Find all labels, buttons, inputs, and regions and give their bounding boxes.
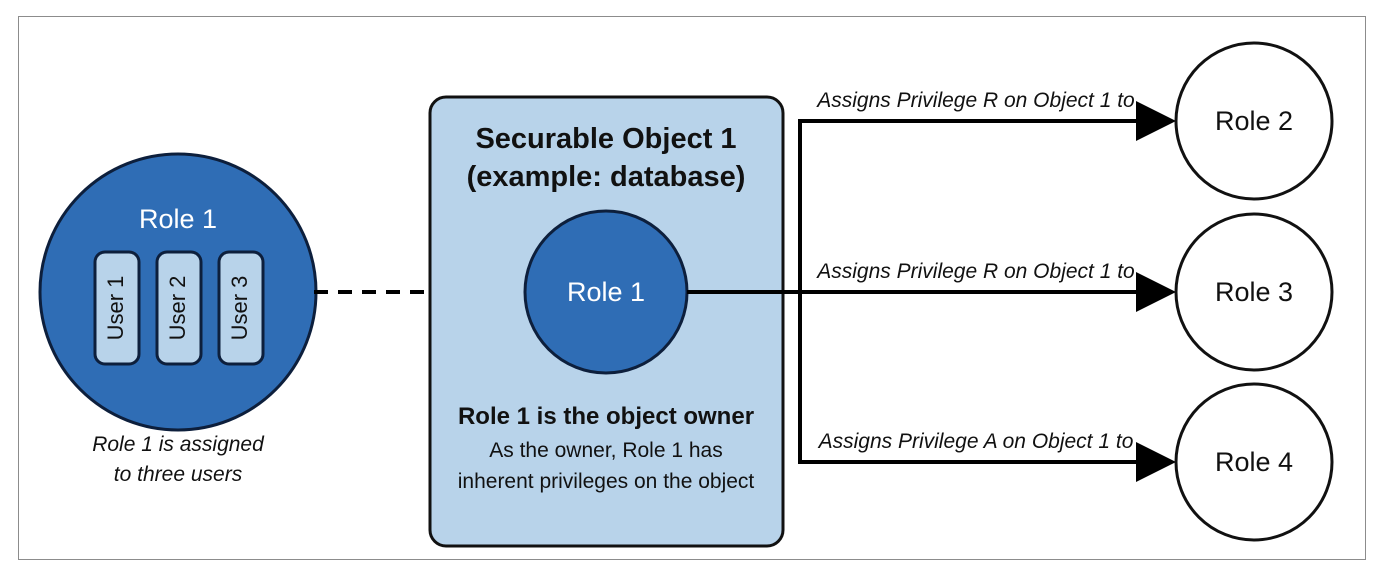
grant-label-role2: Assigns Privilege R on Object 1 to [815,89,1135,112]
role2-circle [1174,41,1334,201]
user-pill-3: User 3 [217,250,265,366]
grant-label-role4: Assigns Privilege A on Object 1 to [817,430,1134,453]
role1-caption-line2: to three users [113,463,243,486]
role4-label: Role 4 [1215,447,1293,477]
securable-title-line2: (example: database) [467,161,746,193]
user1-label: User 1 [103,276,128,341]
securable-title-line1: Securable Object 1 [475,123,736,155]
user3-label: User 3 [227,276,252,341]
grant-label-role3: Assigns Privilege R on Object 1 to [815,260,1135,283]
owner-text-line1: As the owner, Role 1 has [489,439,722,462]
user2-label: User 2 [165,276,190,341]
role2-label: Role 2 [1215,106,1293,136]
role1-title: Role 1 [139,204,217,234]
user-pill-2: User 2 [155,250,203,366]
owner-role-label: Role 1 [567,277,645,307]
role1-caption-line1: Role 1 is assigned [92,433,264,456]
owner-heading: Role 1 is the object owner [458,403,754,430]
role4-circle [1174,382,1334,542]
owner-text-line2: inherent privileges on the object [458,470,755,493]
user-pill-1: User 1 [93,250,141,366]
role1-caption: Role 1 is assigned to three users [58,430,298,490]
role3-circle [1174,212,1334,372]
role3-label: Role 3 [1215,277,1293,307]
diagram-frame [18,16,1366,560]
